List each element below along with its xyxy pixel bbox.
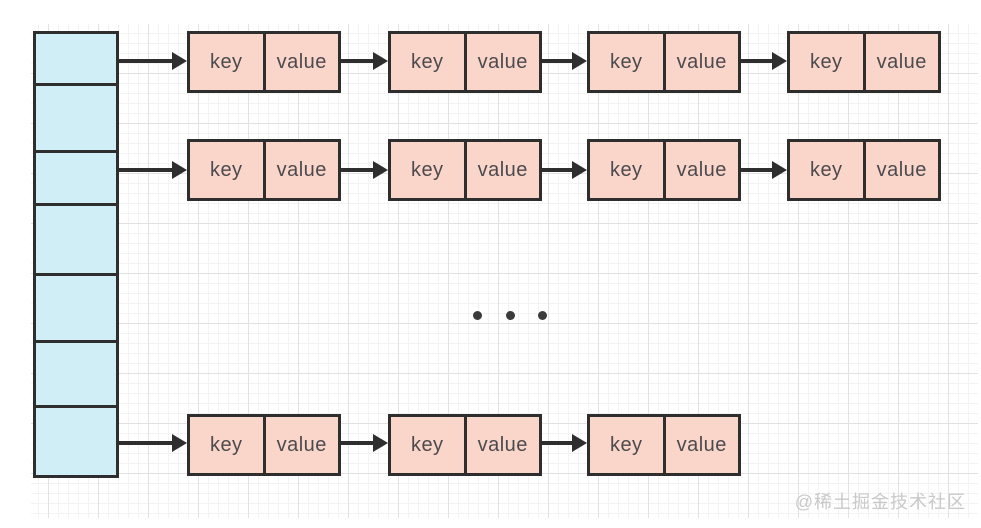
arrow-head-icon [572, 434, 587, 452]
node-value-cell: value [276, 50, 327, 73]
arrow-shaft [541, 59, 574, 63]
arrow-head-icon [572, 52, 587, 70]
pointer-arrow [119, 434, 187, 452]
dot-icon [506, 311, 515, 320]
linked-list-node: key value [388, 31, 542, 93]
arrow-shaft [119, 168, 174, 172]
bucket-cell-5 [33, 273, 119, 343]
node-value-cell: value [876, 158, 927, 181]
arrow-shaft [119, 59, 174, 63]
arrow-head-icon [172, 52, 187, 70]
pointer-arrow [541, 161, 587, 179]
node-key-cell: key [790, 34, 866, 90]
node-value-cell: value [477, 50, 528, 73]
pointer-arrow [341, 434, 388, 452]
node-key-cell: key [590, 34, 666, 90]
linked-list-node: key value [587, 139, 741, 201]
arrow-head-icon [772, 161, 787, 179]
pointer-arrow [740, 52, 787, 70]
node-value-cell: value [276, 433, 327, 456]
arrow-shaft [341, 168, 375, 172]
linked-list-node: key value [587, 414, 741, 476]
node-value-cell: value [477, 433, 528, 456]
node-key-cell: key [590, 142, 666, 198]
watermark: @稀土掘金技术社区 [794, 492, 966, 512]
node-key-cell: key [391, 142, 467, 198]
linked-list-node: key value [587, 31, 741, 93]
dot-icon [473, 311, 482, 320]
linked-list-node: key value [187, 139, 341, 201]
arrow-head-icon [572, 161, 587, 179]
bucket-cell-7 [33, 405, 119, 478]
arrow-shaft [541, 168, 574, 172]
linked-list-node: key value [787, 139, 941, 201]
bucket-cell-1 [33, 31, 119, 86]
linked-list-node: key value [787, 31, 941, 93]
arrow-head-icon [373, 52, 388, 70]
pointer-arrow [341, 52, 388, 70]
linked-list-node: key value [187, 414, 341, 476]
arrow-shaft [740, 59, 774, 63]
node-value-cell: value [477, 158, 528, 181]
arrow-head-icon [373, 434, 388, 452]
bucket-cell-3 [33, 150, 119, 206]
linked-list-node: key value [388, 414, 542, 476]
dot-icon [538, 311, 547, 320]
node-value-cell: value [676, 50, 727, 73]
pointer-arrow [541, 52, 587, 70]
pointer-arrow [119, 161, 187, 179]
node-key-cell: key [190, 417, 266, 473]
arrow-shaft [341, 59, 375, 63]
node-key-cell: key [190, 34, 266, 90]
bucket-cell-4 [33, 203, 119, 276]
arrow-head-icon [172, 161, 187, 179]
arrow-shaft [119, 441, 174, 445]
node-value-cell: value [876, 50, 927, 73]
bucket-cell-2 [33, 83, 119, 153]
arrow-shaft [541, 441, 574, 445]
bucket-cell-6 [33, 340, 119, 408]
arrow-head-icon [373, 161, 388, 179]
node-key-cell: key [790, 142, 866, 198]
node-key-cell: key [190, 142, 266, 198]
pointer-arrow [341, 161, 388, 179]
pointer-arrow [119, 52, 187, 70]
node-value-cell: value [676, 158, 727, 181]
pointer-arrow [541, 434, 587, 452]
arrow-head-icon [172, 434, 187, 452]
node-value-cell: value [276, 158, 327, 181]
node-key-cell: key [391, 417, 467, 473]
pointer-arrow [740, 161, 787, 179]
node-value-cell: value [676, 433, 727, 456]
node-key-cell: key [590, 417, 666, 473]
linked-list-node: key value [388, 139, 542, 201]
linked-list-node: key value [187, 31, 341, 93]
arrow-shaft [740, 168, 774, 172]
arrow-shaft [341, 441, 375, 445]
arrow-head-icon [772, 52, 787, 70]
node-key-cell: key [391, 34, 467, 90]
